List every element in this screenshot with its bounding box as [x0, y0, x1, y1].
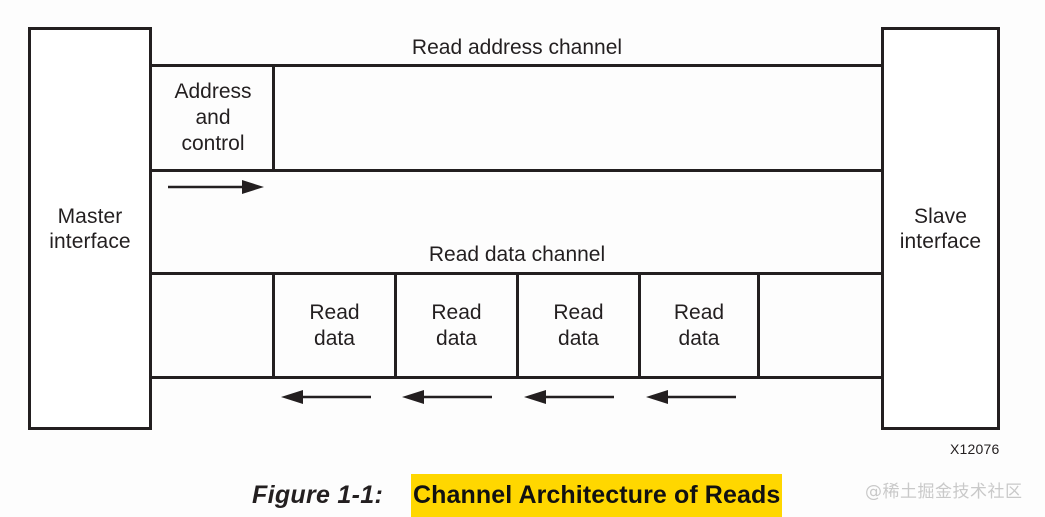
read-data-divider-1	[272, 272, 275, 379]
read-data-channel-title: Read data channel	[428, 243, 606, 266]
address-control-cell-divider	[272, 64, 275, 172]
read-data-divider-5	[757, 272, 760, 379]
read-data-reverse-arrow	[524, 390, 614, 404]
read-data-cell-label: Read data	[553, 301, 604, 350]
read-data-divider-2	[394, 272, 397, 379]
read-address-channel-top-rule	[150, 64, 883, 67]
read-data-divider-4	[638, 272, 641, 379]
read-data-cell-label: Read data	[309, 301, 360, 350]
read-data-cell-label: Read data	[431, 301, 482, 350]
read-data-cell: Read data	[519, 274, 638, 378]
figure-caption-title: Channel Architecture of Reads	[411, 474, 783, 517]
read-address-forward-arrow	[168, 180, 264, 194]
read-data-reverse-arrow	[646, 390, 736, 404]
read-data-cell: Read data	[397, 274, 516, 378]
read-data-reverse-arrow	[402, 390, 492, 404]
read-data-reverse-arrow	[281, 390, 371, 404]
address-and-control-cell: Address and control	[152, 64, 274, 172]
slave-interface-label: Slave interface	[899, 204, 982, 253]
read-data-cell: Read data	[275, 274, 394, 378]
address-and-control-label: Address and control	[174, 80, 252, 155]
master-interface-block: Master interface	[28, 27, 152, 430]
figure-caption: Figure 1-1: Channel Architecture of Read…	[0, 474, 1045, 517]
figure-id-tag: X12076	[950, 441, 1000, 457]
read-data-divider-3	[516, 272, 519, 379]
watermark-text: @稀土掘金技术社区	[865, 482, 1023, 502]
read-data-cell: Read data	[641, 274, 757, 378]
master-interface-label: Master interface	[49, 204, 131, 253]
read-address-channel-title: Read address channel	[411, 36, 623, 59]
figure-caption-number: Figure 1-1:	[252, 481, 384, 509]
read-data-cell-label: Read data	[673, 301, 725, 350]
read-address-channel-bottom-rule	[150, 169, 883, 172]
slave-interface-block: Slave interface	[881, 27, 1000, 430]
